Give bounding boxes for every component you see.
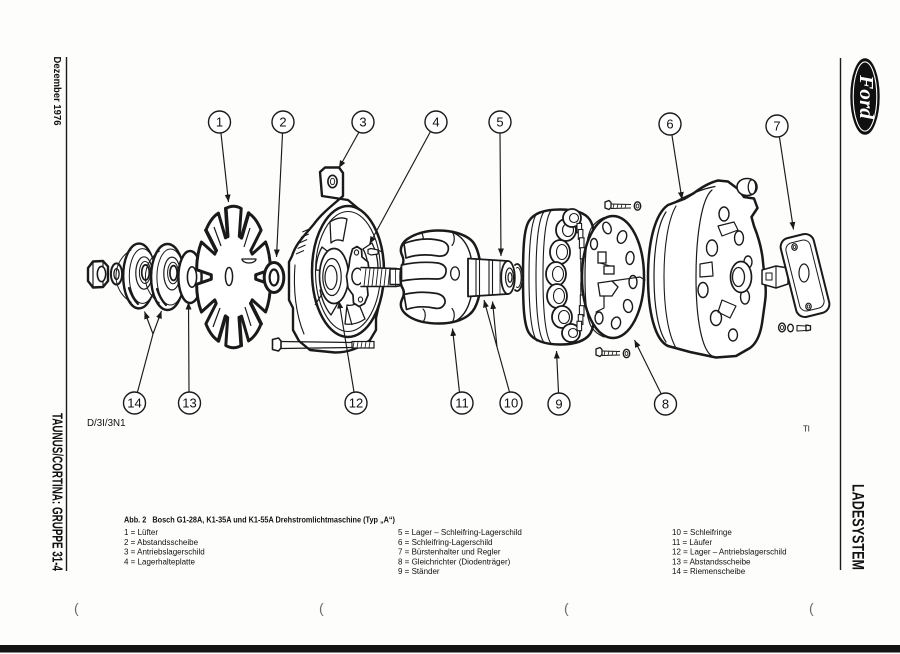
svg-text:(: ( bbox=[74, 600, 79, 616]
svg-text:5 = Lager – Schleifring-Lagers: 5 = Lager – Schleifring-Lagerschild bbox=[398, 528, 522, 537]
svg-text:8 = Gleichrichter (Diodenträge: 8 = Gleichrichter (Diodenträger) bbox=[398, 557, 511, 566]
svg-text:D/3I/3N1: D/3I/3N1 bbox=[87, 417, 126, 429]
svg-text:6 = Schleifring-Lagerschild: 6 = Schleifring-Lagerschild bbox=[398, 538, 493, 547]
svg-text:6: 6 bbox=[666, 117, 673, 132]
svg-text:2: 2 bbox=[279, 115, 286, 130]
svg-text:Dezember 1976: Dezember 1976 bbox=[51, 57, 63, 126]
svg-text:Ford: Ford bbox=[855, 74, 877, 120]
svg-text:11 = Läufer: 11 = Läufer bbox=[672, 538, 712, 547]
svg-text:12: 12 bbox=[349, 396, 363, 411]
svg-text:3: 3 bbox=[359, 115, 366, 130]
svg-text:(: ( bbox=[319, 600, 324, 616]
svg-text:Tl: Tl bbox=[803, 425, 810, 434]
svg-text:LADESYSTEM: LADESYSTEM bbox=[849, 484, 867, 570]
svg-text:10: 10 bbox=[504, 396, 518, 411]
svg-text:9 = Ständer: 9 = Ständer bbox=[398, 567, 440, 576]
svg-text:10 = Schleifringe: 10 = Schleifringe bbox=[672, 528, 732, 537]
svg-text:2 = Abstandsscheibe: 2 = Abstandsscheibe bbox=[124, 538, 199, 547]
svg-text:14: 14 bbox=[127, 396, 141, 411]
svg-text:8: 8 bbox=[662, 397, 669, 412]
svg-text:5: 5 bbox=[496, 115, 503, 130]
svg-text:14 = Riemenscheibe: 14 = Riemenscheibe bbox=[672, 567, 746, 576]
svg-text:1: 1 bbox=[216, 115, 223, 130]
svg-text:7: 7 bbox=[773, 119, 780, 134]
svg-text:(: ( bbox=[564, 600, 569, 616]
svg-text:Abb. 2 Bosch G1-28A, K1-35A: Abb. 2 Bosch G1-28A, K1-35A und K1-55A D… bbox=[124, 515, 395, 525]
svg-text:1 = Lüfter: 1 = Lüfter bbox=[124, 528, 158, 537]
svg-text:3 = Antriebslagerschild: 3 = Antriebslagerschild bbox=[124, 548, 205, 557]
svg-text:7 = Bürstenhalter und Regler: 7 = Bürstenhalter und Regler bbox=[398, 548, 501, 557]
svg-text:13: 13 bbox=[182, 396, 196, 411]
svg-text:(: ( bbox=[809, 600, 814, 616]
svg-text:4: 4 bbox=[432, 115, 439, 130]
svg-text:11: 11 bbox=[455, 396, 469, 411]
svg-text:12 = Lager – Antriebslagerschi: 12 = Lager – Antriebslagerschild bbox=[672, 548, 787, 557]
svg-text:4 = Lagerhalteplatte: 4 = Lagerhalteplatte bbox=[124, 557, 195, 566]
svg-text:TAUNUS/CORTINA: GRUPPE 31-4: TAUNUS/CORTINA: GRUPPE 31-4 bbox=[49, 413, 65, 571]
svg-text:13 = Abstandsscheibe: 13 = Abstandsscheibe bbox=[672, 557, 751, 566]
svg-text:9: 9 bbox=[555, 397, 562, 412]
